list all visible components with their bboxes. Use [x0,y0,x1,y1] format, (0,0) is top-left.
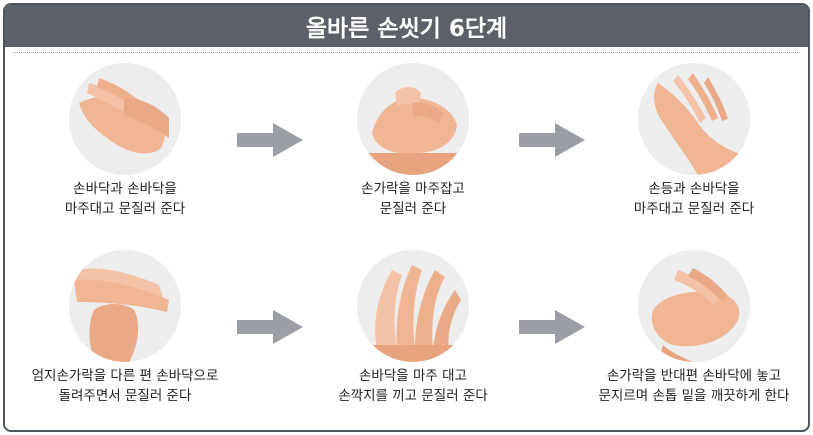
step-6-caption: 손가락을 반대편 손바닥에 놓고 문지르며 손톱 밑을 깨끗하게 한다 [598,368,790,404]
header-bar: 올바른 손씻기 6단계 [5,5,808,47]
page-title: 올바른 손씻기 6단계 [305,16,508,42]
thumb-rotation-icon [69,250,181,362]
step-1-photo [69,63,181,175]
arrow-right-icon [237,310,303,344]
back-of-hand-icon [638,63,750,175]
step-4-caption: 엄지손가락을 다른 편 손바닥으로 돌려주면서 문질러 준다 [31,368,219,404]
step-1-caption: 손바닥과 손바닥을 마주대고 문질러 준다 [64,181,186,217]
arrow-right-icon [519,123,585,157]
arrow-right-icon [237,123,303,157]
step-3-photo [638,63,750,175]
step-3-caption: 손등과 손바닥을 마주대고 문질러 준다 [633,181,755,217]
fingers-between-icon [357,250,469,362]
fingertips-nails-icon [638,250,750,362]
step-6-photo [638,250,750,362]
arrow-right-icon [519,310,585,344]
step-4-photo [69,250,181,362]
step-5-photo [357,250,469,362]
step-5-caption: 손바닥을 마주 대고 손깍지를 끼고 문질러 준다 [338,368,488,404]
handwashing-panel: 올바른 손씻기 6단계 손바닥과 손바닥을 마주대고 문질러 준다 손가락을 마… [3,3,810,432]
step-2-photo [357,63,469,175]
step-2-caption: 손가락을 마주잡고 문질러 준다 [361,181,465,217]
dotted-divider [13,52,800,53]
fingers-interlocked-icon [357,63,469,175]
palms-rubbing-icon [69,63,181,175]
